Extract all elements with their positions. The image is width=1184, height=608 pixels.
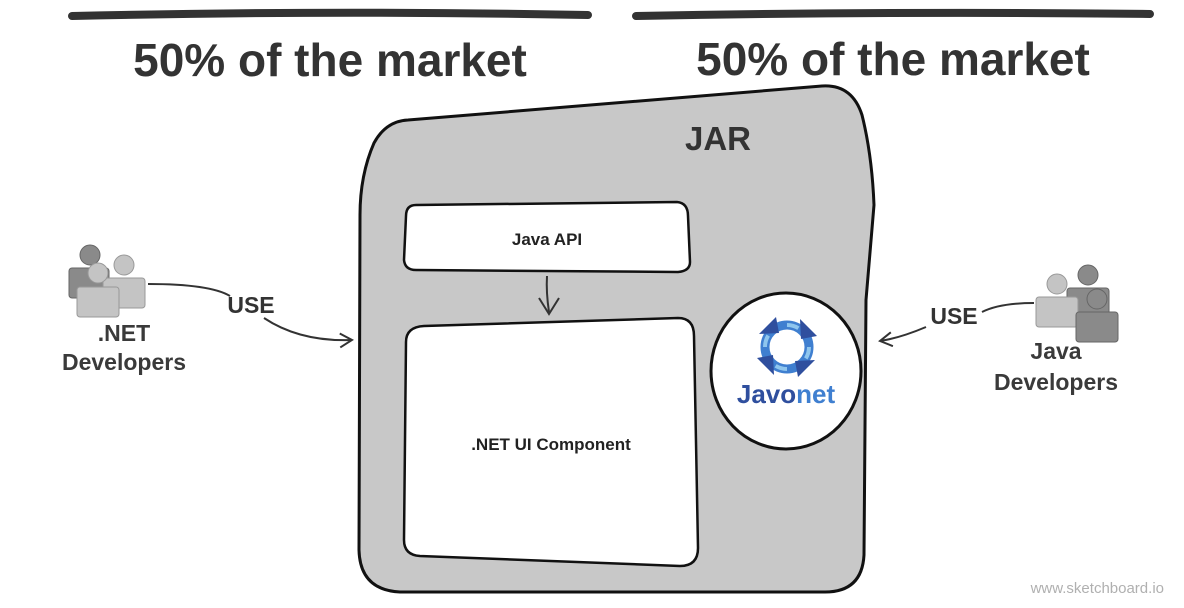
right-market-share-headline: 50% of the market xyxy=(696,33,1090,85)
ui-component-box xyxy=(402,316,700,568)
left-market-share-headline: 50% of the market xyxy=(133,34,527,86)
left-use-arrow xyxy=(147,283,352,340)
watermark-text: www.sketchboard.io xyxy=(1030,580,1164,597)
javonet-wordmark-part2: net xyxy=(796,379,835,409)
java-developers-icon xyxy=(1035,264,1119,343)
java-developers-label-line1: Java xyxy=(1030,338,1081,364)
javonet-wordmark: Javonet xyxy=(737,379,836,409)
java-api-box xyxy=(402,200,692,274)
left-use-label: USE xyxy=(227,292,274,318)
right-headline-bar xyxy=(632,8,1154,20)
left-headline-bar xyxy=(68,8,592,20)
cycle-arrows-icon xyxy=(757,317,817,377)
jar-label: JAR xyxy=(685,120,751,157)
api-to-component-arrow xyxy=(545,275,550,313)
dotnet-developers-icon xyxy=(68,244,146,318)
ui-component-label: .NET UI Component xyxy=(471,435,631,454)
dotnet-developers-label-line2: Developers xyxy=(62,349,186,375)
dotnet-developers-label-line1: .NET xyxy=(98,320,150,346)
java-api-label: Java API xyxy=(512,230,582,249)
javonet-wordmark-part1: Javo xyxy=(737,379,796,409)
right-use-label: USE xyxy=(930,303,977,329)
right-use-arrow xyxy=(880,302,1035,341)
java-developers-label-line2: Developers xyxy=(994,369,1118,395)
api-to-component-arrowhead xyxy=(538,297,560,316)
